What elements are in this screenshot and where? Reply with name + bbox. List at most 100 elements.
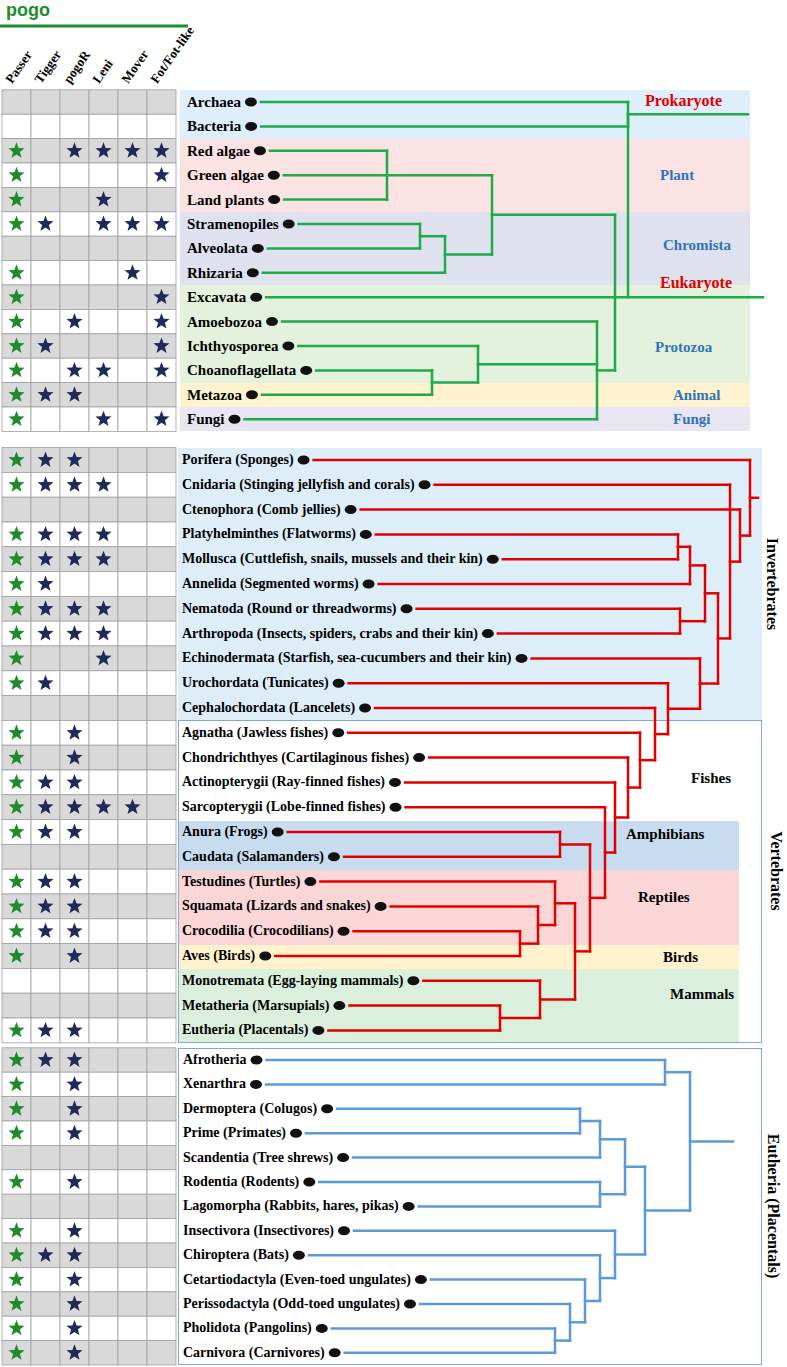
grid-cell xyxy=(89,309,118,333)
presence-star xyxy=(37,476,53,491)
grid-cell xyxy=(31,696,60,721)
grid-cell xyxy=(147,497,176,522)
grid-cell xyxy=(60,1219,89,1243)
taxon-icon xyxy=(375,902,387,911)
presence-star xyxy=(8,526,24,541)
tree-branch xyxy=(645,1209,690,1212)
taxon-name: Insectivora (Insectivores) xyxy=(183,1222,334,1240)
tree-branch xyxy=(435,484,730,487)
presence-star xyxy=(8,873,24,888)
grid-cell xyxy=(31,1048,60,1072)
presence-star xyxy=(124,799,140,814)
tree-branch xyxy=(275,955,520,958)
grid-cell xyxy=(31,497,60,522)
grid-cell xyxy=(31,236,60,260)
taxon-name: Chiroptera (Bats) xyxy=(183,1246,289,1264)
grid-cell xyxy=(147,114,176,138)
grid-cell xyxy=(147,1292,176,1316)
grid-cell xyxy=(2,795,31,820)
taxon-name: Rodentia (Rodents) xyxy=(183,1173,299,1191)
grid-cell xyxy=(118,1267,147,1291)
presence-star xyxy=(66,1076,82,1091)
grid-cell xyxy=(60,795,89,820)
grid-cell xyxy=(2,869,31,894)
presence-star xyxy=(66,799,82,814)
presence-star xyxy=(37,1247,53,1262)
tree-branch xyxy=(628,786,640,789)
presence-star xyxy=(95,551,111,566)
grid-cell xyxy=(60,696,89,721)
grid-cell xyxy=(31,334,60,358)
grid-cell xyxy=(2,621,31,646)
taxon-name: Crocodilia (Crocodilians) xyxy=(182,922,334,940)
tree-branch xyxy=(678,546,690,549)
presence-star xyxy=(37,551,53,566)
taxon-name: Fungi xyxy=(187,410,225,428)
grid-cell xyxy=(31,720,60,745)
taxon-name: Eutheria (Placentals) xyxy=(182,1021,308,1039)
grid-cell xyxy=(60,720,89,745)
tree-branch xyxy=(555,902,575,905)
taxon-icon xyxy=(337,1153,349,1162)
presence-star xyxy=(8,338,24,353)
taxon-name: Testudines (Turtles) xyxy=(182,873,300,891)
presence-star xyxy=(8,142,24,157)
grid-cell xyxy=(2,696,31,721)
grid-cell xyxy=(31,383,60,407)
grid-cell xyxy=(118,745,147,770)
group-label: Animal xyxy=(673,386,721,404)
grid-cell xyxy=(31,358,60,382)
grid-cell xyxy=(2,497,31,522)
grid-cell xyxy=(2,944,31,969)
tree-branch xyxy=(532,657,700,660)
grid-cell xyxy=(31,671,60,696)
grid-cell xyxy=(60,572,89,597)
grid-cell xyxy=(60,770,89,795)
grid-cell xyxy=(31,968,60,993)
taxon-icon xyxy=(516,654,528,663)
grid-cell xyxy=(60,547,89,572)
taxon-icon xyxy=(390,803,402,812)
taxon-icon xyxy=(328,852,340,861)
grid-cell xyxy=(147,745,176,770)
presence-star xyxy=(8,476,24,491)
grid-cell xyxy=(31,621,60,646)
grid-cell xyxy=(2,1048,31,1072)
tree-branch xyxy=(503,558,678,561)
grid-cell xyxy=(2,646,31,671)
presence-star xyxy=(8,411,24,426)
grid-cell xyxy=(147,894,176,919)
presence-star xyxy=(66,551,82,566)
grid-cell xyxy=(31,309,60,333)
grid-cell xyxy=(2,285,31,309)
grid-cell xyxy=(60,407,89,431)
presence-star xyxy=(66,774,82,789)
tree-branch xyxy=(299,223,420,226)
tree-branch xyxy=(520,942,538,945)
grid-cell xyxy=(2,448,31,473)
grid-cell xyxy=(118,1145,147,1169)
grid-cell xyxy=(118,497,147,522)
grid-cell xyxy=(2,334,31,358)
grid-cell xyxy=(147,572,176,597)
tree-branch xyxy=(420,235,445,238)
presence-star xyxy=(37,452,53,467)
taxon-icon xyxy=(332,728,344,737)
grid-cell xyxy=(147,820,176,845)
taxon-icon xyxy=(245,122,257,131)
grid-cell xyxy=(2,139,31,163)
presence-star xyxy=(37,526,53,541)
taxon-icon xyxy=(251,1056,263,1065)
grid-cell xyxy=(118,919,147,944)
grid-cell xyxy=(60,745,89,770)
grid-cell xyxy=(89,187,118,211)
grid-cell xyxy=(89,407,118,431)
taxon-name: Excavata xyxy=(187,288,246,306)
tree-branch xyxy=(585,1300,600,1303)
grid-cell xyxy=(31,1018,60,1043)
grid-cell xyxy=(147,547,176,572)
tree-branch xyxy=(615,296,763,299)
grid-cell xyxy=(118,1072,147,1096)
grid-cell xyxy=(147,1194,176,1218)
grid-cell xyxy=(89,139,118,163)
